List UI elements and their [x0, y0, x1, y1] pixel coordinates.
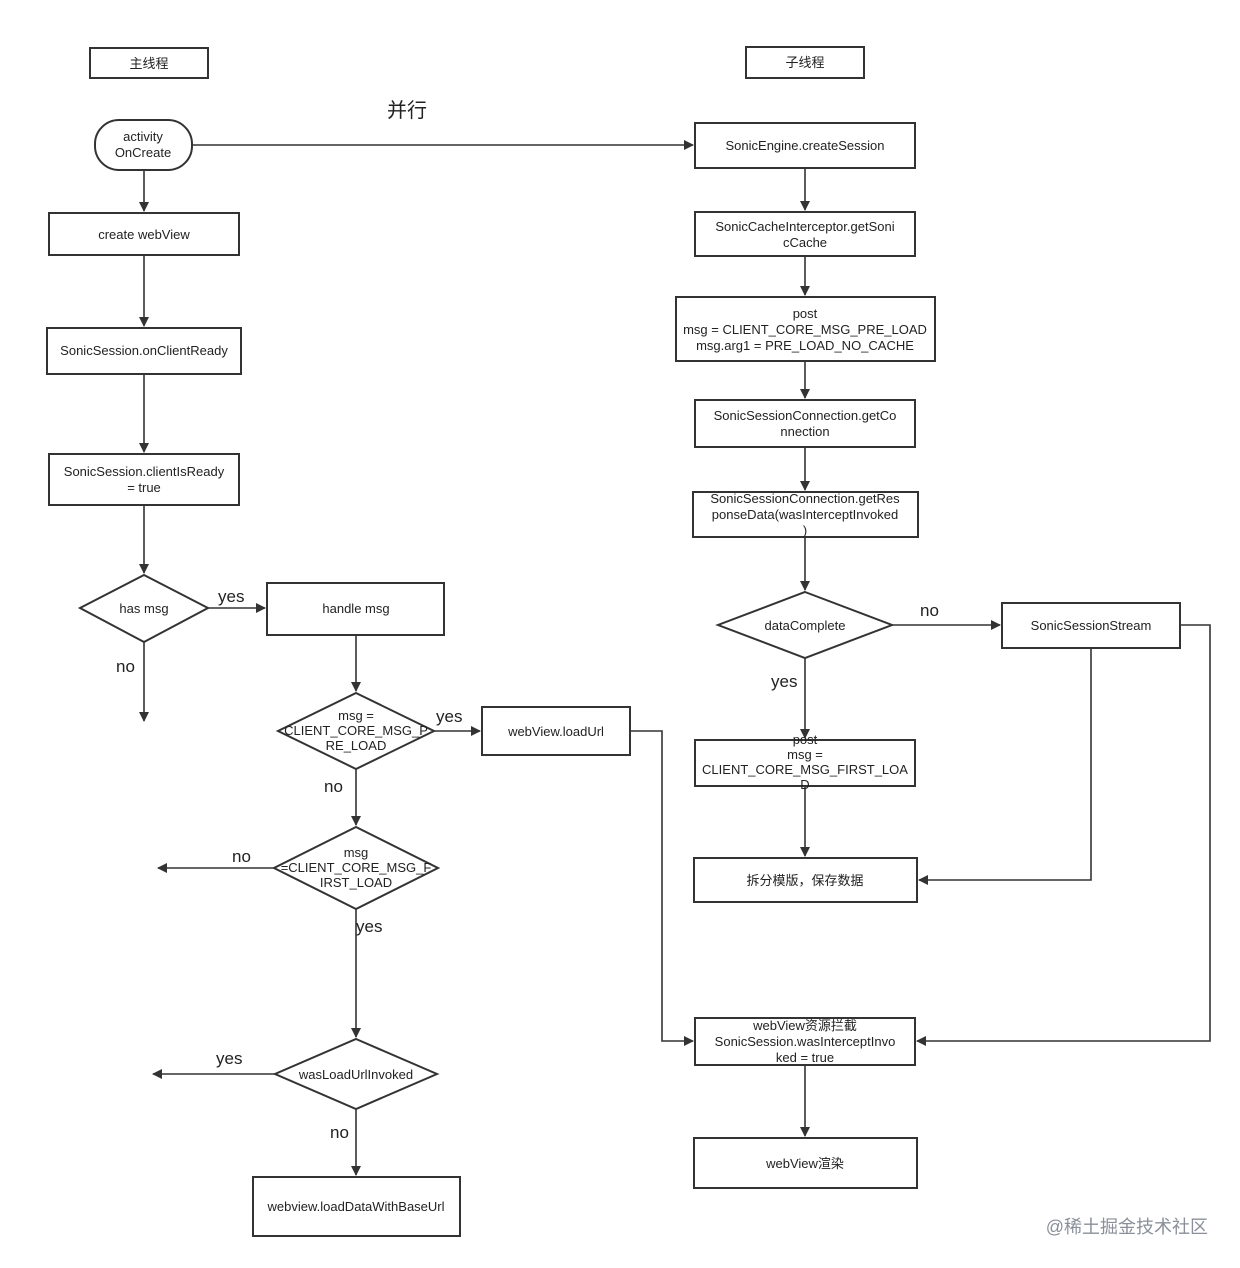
node-session-stream: SonicSessionStream: [1001, 602, 1181, 649]
node-create-webview: create webView: [48, 212, 240, 256]
node-client-is-ready: SonicSession.clientIsReady= true: [48, 453, 240, 506]
label-was-load-yes: yes: [216, 1049, 242, 1068]
node-create-session: SonicEngine.createSession: [694, 122, 916, 169]
label-has-msg-yes: yes: [218, 587, 244, 606]
main-thread-header-text: 主线程: [129, 56, 168, 71]
label-pre-load-no: no: [324, 777, 343, 796]
decision-has-msg-text: has msg: [119, 601, 168, 616]
label-pre-load-yes: yes: [436, 707, 462, 726]
node-create-webview-text: create webView: [98, 227, 190, 242]
label-has-msg-no: no: [116, 657, 135, 676]
node-split-template: 拆分模版，保存数据: [693, 857, 918, 903]
edge-loadurl-to-intercept: [630, 730, 694, 1046]
label-first-load-no: no: [232, 847, 251, 866]
node-webview-render: webView渲染: [693, 1137, 918, 1189]
watermark: @稀土掘金技术社区: [1046, 1217, 1208, 1237]
node-split-template-text: 拆分模版，保存数据: [746, 873, 863, 888]
decision-was-load-url-invoked-text: wasLoadUrlInvoked: [298, 1067, 413, 1082]
label-was-load-no: no: [330, 1123, 349, 1142]
label-data-complete-yes: yes: [771, 672, 797, 691]
edge-stream-to-intercept: [916, 624, 1211, 1046]
node-webview-render-text: webView渲染: [765, 1156, 844, 1171]
node-on-client-ready-text: SonicSession.onClientReady: [60, 343, 228, 358]
decision-data-complete: dataComplete: [715, 590, 895, 660]
node-load-data-with-base-url: webview.loadDataWithBaseUrl: [252, 1176, 461, 1237]
edges: [139, 140, 1211, 1176]
node-webview-loadurl: webView.loadUrl: [481, 706, 631, 756]
node-session-stream-text: SonicSessionStream: [1031, 618, 1152, 633]
node-create-session-text: SonicEngine.createSession: [726, 138, 885, 153]
node-on-client-ready: SonicSession.onClientReady: [46, 327, 242, 375]
label-first-load-yes: yes: [356, 917, 382, 936]
node-client-is-ready-text: SonicSession.clientIsReady= true: [64, 464, 225, 495]
sub-thread-header-text: 子线程: [785, 55, 824, 70]
node-webview-loadurl-text: webView.loadUrl: [507, 724, 604, 739]
edge-stream-to-split: [918, 648, 1092, 885]
main-thread-header: 主线程: [89, 47, 209, 79]
sub-thread-header: 子线程: [745, 46, 865, 79]
node-load-data-with-base-url-text: webview.loadDataWithBaseUrl: [266, 1199, 444, 1214]
node-handle-msg: handle msg: [266, 582, 445, 636]
label-data-complete-no: no: [920, 601, 939, 620]
node-handle-msg-text: handle msg: [322, 601, 389, 616]
decision-data-complete-text: dataComplete: [765, 618, 846, 633]
parallel-label: 并行: [387, 99, 427, 122]
decision-has-msg: has msg: [77, 573, 211, 644]
edge-labels: yes no yes no no yes yes no no yes: [116, 587, 939, 1142]
decision-was-load-url-invoked: wasLoadUrlInvoked: [272, 1037, 440, 1111]
